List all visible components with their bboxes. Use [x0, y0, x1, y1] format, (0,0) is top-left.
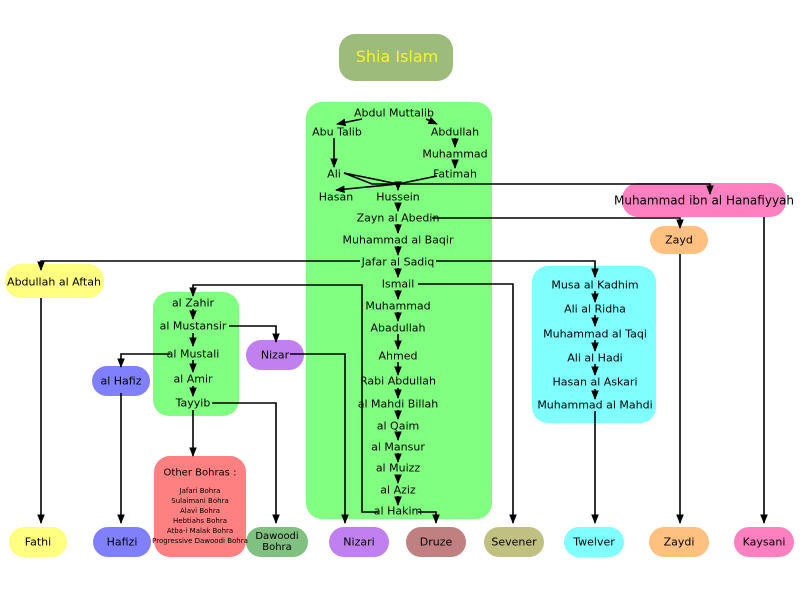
sect-twelver: Twelver [573, 535, 615, 549]
node-al-qaim: al Qaim [376, 419, 420, 433]
node-muhammad-al-taqi: Muhammad al Taqi [543, 327, 647, 341]
node-rabi-abdullah: Rabi Abdullah [360, 374, 436, 388]
edge-aziz-zahir [189, 284, 378, 513]
node-abdul-muttalib: Abdul Muttalib [354, 106, 434, 120]
node-musa-al-kadhim: Musa al Kadhim [551, 278, 639, 292]
other-bohras-box [154, 456, 246, 557]
node-al-mahdi-billah: al Mahdi Billah [357, 397, 439, 411]
diagram-title: Shia Islam [355, 47, 439, 66]
edge-fatimah-join [397, 175, 438, 185]
sect-hafizi: Hafizi [106, 535, 138, 549]
sect-dawoodi-bohra: Dawoodi Bohra [250, 531, 304, 553]
node-abu-talib: Abu Talib [312, 125, 362, 139]
edge-mustansir-nizar [229, 325, 280, 343]
node-ali: Ali [327, 167, 341, 181]
sect-fathi: Fathi [24, 535, 52, 549]
kaysani-box [734, 527, 794, 557]
node-abdullah-al-aftah: Abdullah al Aftah [7, 275, 101, 289]
edge-muttalib-abutalib [336, 118, 363, 127]
node-jafar-al-sadiq: Jafar al Sadiq [361, 255, 435, 269]
zayd-box [650, 226, 708, 254]
node-al-muizz: al Muizz [375, 461, 421, 475]
nizar-box [246, 340, 304, 370]
node-al-mustali: al Mustali [166, 347, 220, 361]
nizari-box [329, 527, 389, 557]
other-bohras-item: Progressive Dawoodi Bohra [152, 537, 248, 545]
hafizi-box [93, 527, 151, 557]
fathi-box [9, 527, 67, 557]
edge-join-hasan [335, 183, 399, 193]
node-fatimah: Fatimah [433, 167, 477, 181]
edge-jafar-kadhim [436, 260, 599, 278]
edge-nizar-nizari [290, 353, 349, 524]
node-zayn-al-abedin: Zayn al Abedin [356, 211, 440, 225]
node-hasan-al-askari: Hasan al Askari [552, 375, 638, 389]
node-al-mansur: al Mansur [371, 440, 425, 454]
node-nizar: Nizar [260, 348, 290, 362]
node-muhammad-ismaili: Muhammad [365, 299, 431, 313]
edge-ali-hanafiyyah [343, 172, 714, 195]
sect-dawoodi-bohra-label: Dawoodi Bohra [255, 531, 299, 553]
zaydi-box [649, 527, 709, 557]
main-lineage-box [306, 102, 492, 519]
node-al-mustansir: al Mustansir [159, 319, 227, 333]
aftah-box [5, 264, 104, 298]
node-ali-al-hadi: Ali al Hadi [567, 351, 623, 365]
twelver-box [564, 527, 624, 557]
node-al-aziz: al Aziz [380, 483, 416, 497]
node-tayyib: Tayyib [175, 396, 211, 410]
edge-jafar-aftah [37, 260, 360, 271]
node-ismail: Ismail [381, 277, 415, 291]
node-zayd: Zayd [665, 233, 693, 247]
node-al-hakim: al Hakim [373, 504, 423, 518]
node-muhammad-al-mahdi: Muhammad al Mahdi [537, 398, 653, 412]
sect-sevener: Sevener [491, 535, 537, 549]
node-muhammad: Muhammad [422, 147, 488, 161]
node-muhammad-al-baqir: Muhammad al Baqir [342, 233, 454, 247]
edge-ali-join [343, 172, 399, 185]
other-bohras-item: Hebtiahs Bohra [173, 517, 227, 525]
node-muhammad-ibn-al-hanafiyyah: Muhammad ibn al Hanafiyyah [613, 193, 795, 208]
sevener-box [484, 527, 544, 557]
other-bohras-heading: Other Bohras : [163, 467, 237, 479]
dawoodi-box [246, 527, 308, 557]
edge-mustali-hafiz [117, 353, 170, 368]
edge-muttalib-abdullah [425, 116, 438, 125]
hanafiyyah-box [622, 183, 786, 217]
other-bohras-item: Alavi Bohra [179, 507, 221, 515]
edge-ismail-sevener [418, 283, 517, 524]
node-hasan: Hasan [318, 190, 354, 204]
node-hussein: Hussein [376, 190, 420, 204]
druze-box [406, 527, 466, 557]
edge-hakim-druze [418, 511, 440, 524]
other-bohras-item: Atba-i Malak Bohra [166, 527, 234, 535]
node-ahmed: Ahmed [378, 349, 418, 363]
sect-kaysani: Kaysani [742, 535, 786, 549]
node-al-hafiz: al Hafiz [100, 374, 142, 388]
title-box [339, 34, 453, 81]
node-al-amir: al Amir [173, 372, 213, 386]
edge-zayn-zayd [432, 217, 684, 229]
other-bohras-item: Jafari Bohra [179, 487, 221, 495]
other-bohras-item: Sulaimani Bohra [171, 497, 229, 505]
node-abdullah: Abdullah [430, 125, 480, 139]
node-al-zahir: al Zahir [171, 296, 215, 310]
node-abadullah: Abadullah [370, 321, 426, 335]
edge-tayyib-dawoodi [212, 402, 280, 524]
sect-druze: Druze [419, 535, 453, 549]
sect-nizari: Nizari [343, 535, 375, 549]
hafiz-box [92, 366, 150, 396]
sect-zaydi: Zaydi [663, 535, 695, 549]
node-ali-al-ridha: Ali al Ridha [564, 302, 626, 316]
